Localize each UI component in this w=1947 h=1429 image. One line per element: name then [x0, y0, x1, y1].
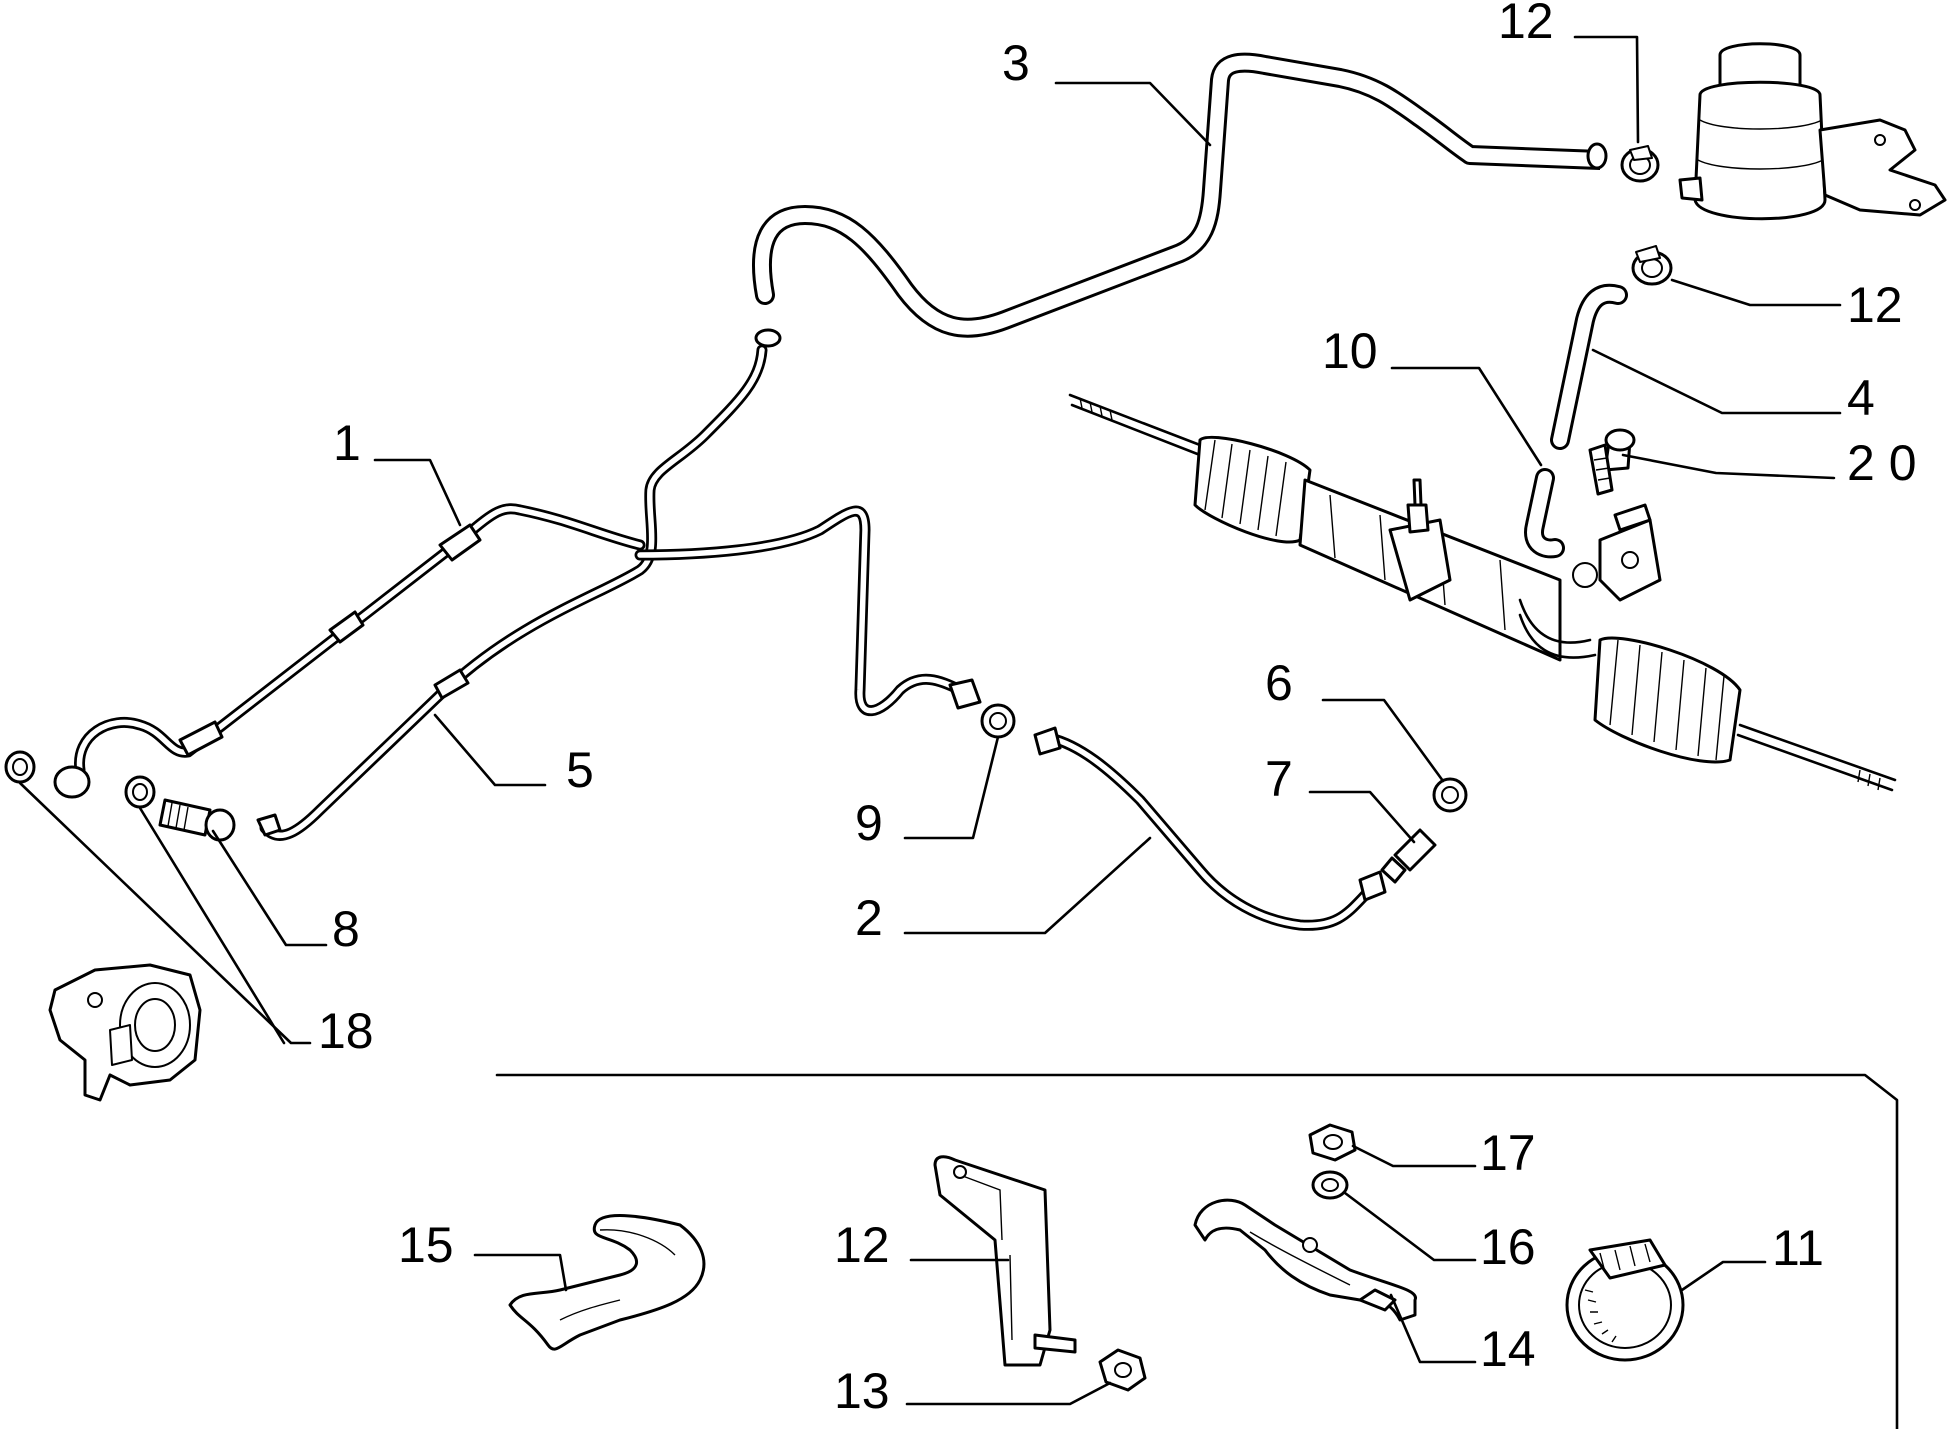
hose-4[interactable] — [1550, 283, 1628, 450]
callout-3: 3 — [1002, 35, 1030, 91]
callout-9: 9 — [855, 795, 883, 851]
power-steering-pump[interactable] — [48, 963, 202, 1102]
steering-rack[interactable] — [1068, 393, 1897, 792]
callout-12-top: 12 — [1498, 0, 1554, 49]
fluid-reservoir[interactable] — [1678, 42, 1947, 221]
pressure-pipe-upper[interactable] — [634, 505, 966, 717]
callout-20: 2 0 — [1847, 435, 1917, 491]
hose-1-sleeve-a — [438, 523, 482, 562]
callout-4: 4 — [1847, 370, 1875, 426]
callout-11: 11 — [1772, 1220, 1824, 1276]
bracket-15[interactable] — [1193, 1198, 1417, 1322]
hose-1-end — [53, 765, 91, 799]
hose-1[interactable] — [74, 503, 646, 776]
seal-ring-6[interactable] — [1432, 777, 1468, 813]
hose-3-end — [1586, 142, 1608, 170]
hose-5-sleeve — [433, 668, 470, 700]
bracket-13[interactable] — [933, 1155, 1077, 1367]
pipe-2-nut-left — [1033, 726, 1062, 756]
callout-6: 6 — [1265, 655, 1293, 711]
callout-17: 16 — [1480, 1219, 1536, 1275]
hose-5-end-bottom — [256, 813, 282, 837]
hose-1-sleeve-c — [178, 720, 224, 757]
callout-10: 10 — [1322, 323, 1378, 379]
banjo-bolt-20[interactable] — [1588, 428, 1636, 496]
callout-7: 7 — [1265, 751, 1293, 807]
section-divider — [495, 1073, 1899, 1429]
hose-5-end-top — [754, 328, 782, 348]
callout-5: 5 — [566, 742, 594, 798]
hose-1-sleeve-b — [328, 610, 365, 644]
callout-16: 15 — [398, 1217, 454, 1273]
callout-18: 17 — [1480, 1125, 1536, 1181]
union-fitting-8[interactable] — [158, 798, 236, 842]
seal-ring-19-b[interactable] — [124, 775, 156, 809]
bracket-16[interactable] — [508, 1214, 706, 1351]
callout-13: 12 — [834, 1217, 890, 1273]
hose-10[interactable] — [1524, 468, 1565, 559]
callout-19: 18 — [318, 1003, 374, 1059]
hose-clamp-11[interactable] — [1565, 1238, 1685, 1362]
callout-1: 1 — [333, 415, 361, 471]
washer-17[interactable] — [1311, 1170, 1349, 1200]
adaptor-7[interactable] — [1380, 828, 1437, 884]
seal-ring-9[interactable] — [980, 703, 1016, 739]
nut-14[interactable] — [1098, 1348, 1147, 1392]
nut-18[interactable] — [1308, 1123, 1357, 1162]
seal-ring-19-a[interactable] — [4, 750, 36, 784]
pipe-2[interactable] — [1044, 732, 1376, 931]
leader-lines — [18, 35, 1842, 1406]
callout-12-right: 12 — [1847, 277, 1903, 333]
pipe-2-nut-right — [1358, 870, 1387, 902]
pipe-nut — [948, 678, 982, 710]
callout-8: 8 — [332, 901, 360, 957]
hose-clamp-12-upper[interactable] — [1620, 145, 1660, 183]
callout-2: 2 — [855, 890, 883, 946]
hose-clamp-12-lower[interactable] — [1631, 245, 1673, 286]
hose-3[interactable] — [751, 52, 1610, 338]
callout-15: 14 — [1480, 1321, 1536, 1377]
callout-14: 13 — [834, 1363, 890, 1419]
